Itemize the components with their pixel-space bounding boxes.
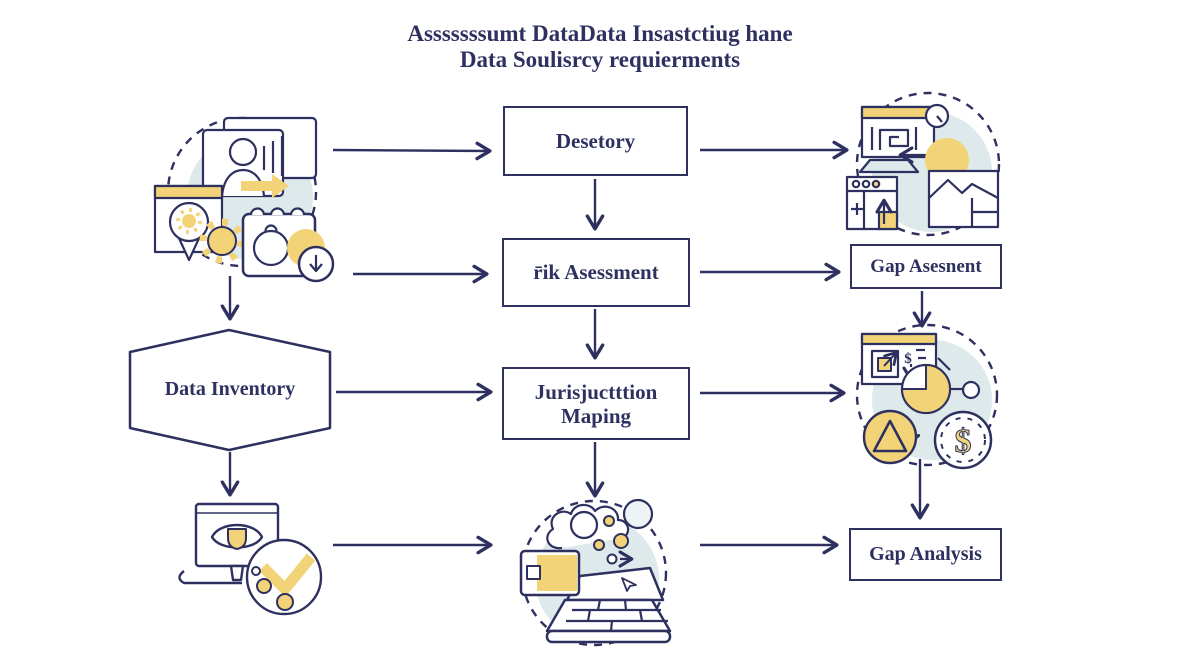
- flow-arrow: [332, 141, 492, 161]
- node-risk-assessment-label: r̄ik Asessment: [533, 260, 659, 284]
- data-inventory-hexagon: [128, 328, 332, 452]
- node-gap-assessment-label: Gap Asesnent: [870, 255, 982, 277]
- coin-dollar-symbol: $: [955, 423, 972, 460]
- title-line2: Data Soulisrcy requierments: [459, 47, 741, 72]
- system-review-icon: [845, 91, 1001, 237]
- title-line1: Asssssssumt DataData Insastctiug hane: [407, 21, 793, 46]
- node-gap-assessment: Gap Asesnent: [850, 244, 1002, 289]
- flow-arrows: [220, 140, 932, 555]
- node-jurisdiction-mapping: Jurisjuctttion Maping: [502, 367, 690, 440]
- panel-dollar-symbol: $: [904, 351, 912, 367]
- node-gap-analysis-label: Gap Analysis: [869, 543, 982, 565]
- node-data-inventory: Data Inventory: [135, 362, 325, 417]
- diagram-title: Asssssssumt DataData Insastctiug hane Da…: [300, 21, 900, 73]
- node-desetory-label: Desetory: [555, 128, 636, 153]
- team-workflow-icon: [153, 116, 335, 283]
- monitor-check-icon: [178, 502, 323, 616]
- node-gap-analysis: Gap Analysis: [849, 528, 1002, 581]
- data-processing-icon: [519, 498, 672, 647]
- cost-analysis-icon: $ $: [855, 323, 999, 470]
- node-desetory: Desetory: [503, 106, 688, 176]
- node-data-inventory-label: Data Inventory: [164, 378, 296, 400]
- node-jurisdiction-line2: Maping: [560, 403, 631, 428]
- node-jurisdiction-line1: Jurisjuctttion: [534, 379, 658, 404]
- node-risk-assessment: r̄ik Asessment: [502, 238, 690, 307]
